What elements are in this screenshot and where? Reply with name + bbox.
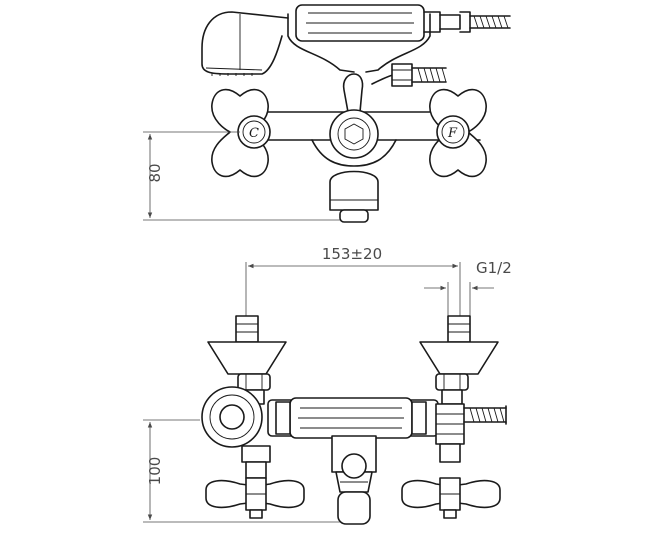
thread-label: G1/2: [476, 259, 512, 277]
bath-spout-front: [331, 435, 377, 525]
shower-handle-front: [275, 397, 427, 439]
hot-handle-front: [401, 477, 501, 519]
cold-handle: C: [211, 88, 271, 178]
hose-connector-top: [371, 63, 447, 87]
shower-head-front: [201, 386, 263, 448]
shower-hose-front: [463, 405, 507, 425]
dimension-80-label: 80: [146, 163, 164, 182]
cold-label: C: [249, 126, 259, 141]
shower-handle: [295, 4, 471, 42]
dimension-center-distance: 153±20: [245, 245, 461, 318]
front-view: 100: [143, 315, 507, 525]
dimension-thread: G1/2: [424, 259, 512, 318]
center-body: [311, 109, 397, 167]
top-view: C F 80: [143, 4, 511, 223]
hot-label: F: [447, 126, 458, 141]
shower-hose-top: [469, 15, 511, 29]
cold-handle-front: [205, 477, 305, 519]
diverter-lever: [342, 73, 364, 113]
dimension-80: 80: [143, 131, 340, 221]
dimension-153-label: 153±20: [322, 245, 382, 263]
hand-shower-head: [201, 11, 289, 76]
bath-spout-top: [329, 170, 379, 223]
dimension-100: 100: [143, 419, 340, 523]
hot-handle: F: [429, 88, 487, 178]
right-valve-body: [435, 403, 465, 463]
left-valve-body: [241, 445, 271, 479]
right-inlet: [419, 315, 499, 405]
shower-cradle: [287, 13, 431, 73]
dimension-100-label: 100: [146, 457, 164, 486]
left-inlet: [207, 315, 287, 405]
